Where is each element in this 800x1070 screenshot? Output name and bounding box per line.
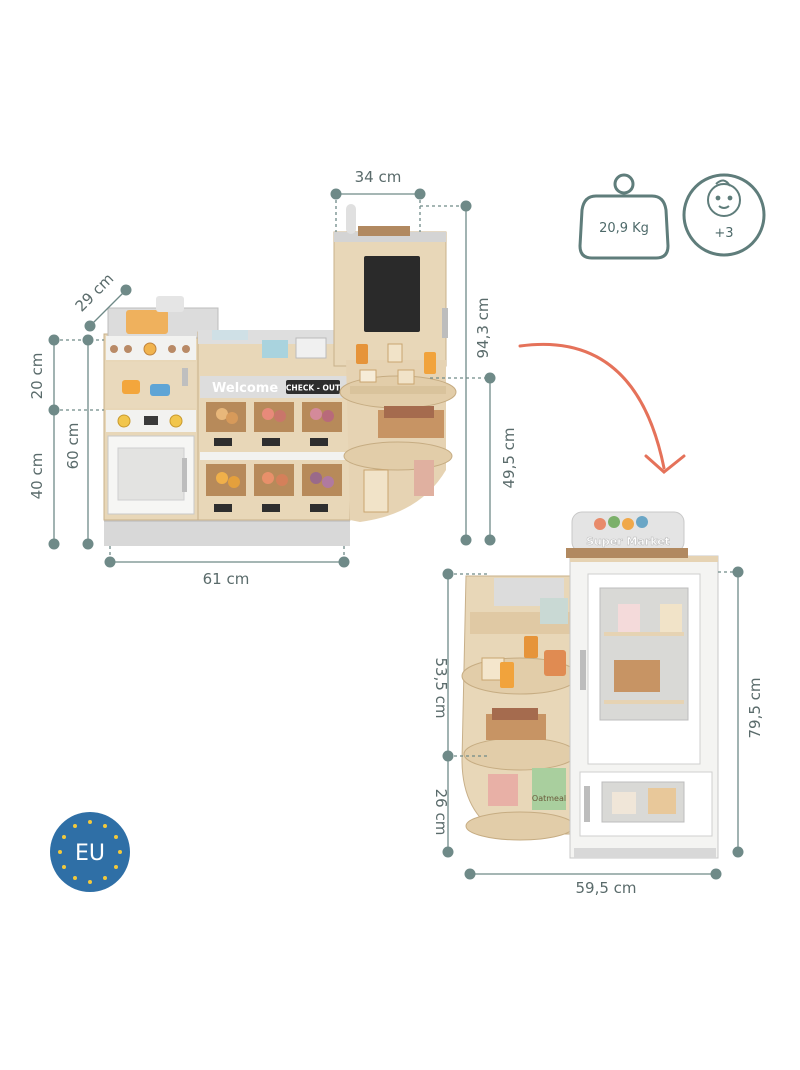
age-badge: +3 (682, 173, 766, 257)
oatmeal-label: Oatmeal (532, 794, 566, 803)
stove-knobs (110, 342, 190, 356)
main-dimension-lines (53, 193, 491, 563)
dim-height-lower: 40 cm (28, 453, 46, 500)
dim-height-counter: 49,5 cm (500, 427, 518, 488)
dim-width-fridge: 59,5 cm (575, 879, 636, 897)
lower-produce-bins (206, 464, 342, 512)
checkout-text: CHECK - OUT (286, 384, 341, 393)
dim-height-oven: 60 cm (64, 423, 82, 470)
eu-stars-icon (58, 820, 122, 884)
eu-badge: EU (50, 812, 130, 892)
eu-text: EU (75, 841, 105, 866)
curved-arrow-icon (518, 342, 686, 474)
dim-height-shelf-upper: 53,5 cm (432, 657, 450, 718)
age-value: +3 (714, 226, 733, 241)
dim-depth-top: 34 cm (355, 168, 402, 186)
weight-icon (578, 173, 670, 260)
baby-face-icon (707, 179, 741, 217)
main-play-kitchen: Welcome CHECK - OUT (103, 204, 457, 546)
welcome-text: Welcome (212, 381, 278, 396)
dim-height-fridge: 79,5 cm (746, 677, 764, 738)
main-dimension-dots (48, 188, 496, 568)
weight-badge: 20,9 Kg (578, 173, 670, 260)
dim-height-upper: 20 cm (28, 353, 46, 400)
upper-produce-bins (206, 402, 342, 446)
chalkboard (364, 256, 420, 332)
weight-value: 20,9 Kg (599, 221, 649, 236)
dim-width-main: 61 cm (203, 570, 250, 588)
supermarket-unit: Oatmeal Super Market (461, 511, 719, 859)
dim-height-total: 94,3 cm (474, 297, 492, 358)
supermarket-dimension-dots (442, 566, 744, 880)
dim-height-shelf-lower: 26 cm (432, 789, 450, 836)
supermarket-text: Super Market (586, 535, 670, 548)
supermarket-dimension-lines (447, 571, 739, 875)
